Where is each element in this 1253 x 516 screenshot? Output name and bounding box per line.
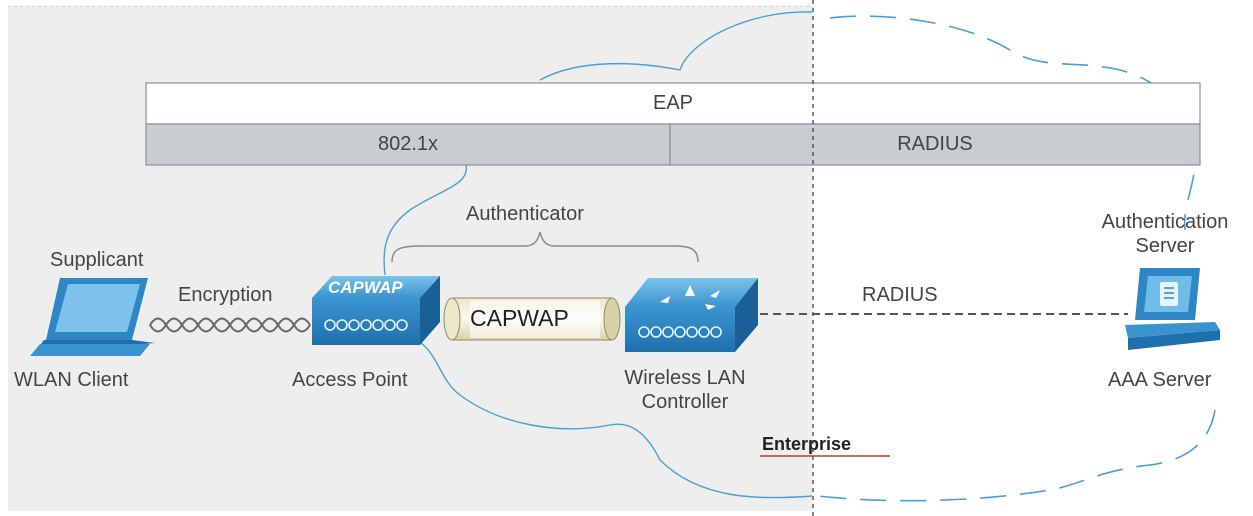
cloud-outline-left-upper bbox=[383, 164, 467, 276]
laptop-icon bbox=[30, 278, 155, 356]
cloud-outline-bottom-dashed bbox=[817, 409, 1216, 502]
cloud-outline-top bbox=[539, 11, 813, 81]
authentication-server-label-line2: Server bbox=[1135, 235, 1195, 257]
supplicant-label: Supplicant bbox=[50, 249, 144, 271]
aaa-server-label: AAA Server bbox=[1108, 369, 1212, 391]
capwap-badge: CAPWAP bbox=[328, 278, 403, 297]
eap-layer bbox=[145, 82, 1201, 125]
dot1x-layer bbox=[145, 123, 671, 166]
wlan-client-label: WLAN Client bbox=[14, 369, 129, 391]
access-point-icon bbox=[312, 276, 440, 345]
radius-link-label: RADIUS bbox=[862, 284, 938, 306]
cloud-outline-bottom bbox=[419, 341, 813, 499]
radius-layer-label: RADIUS bbox=[897, 133, 973, 155]
encryption-label: Encryption bbox=[178, 284, 273, 306]
encryption-link bbox=[149, 317, 311, 333]
eap-label: EAP bbox=[652, 92, 694, 114]
capwap-tunnel-label: CAPWAP bbox=[470, 305, 569, 331]
access-point-label: Access Point bbox=[292, 369, 408, 391]
authenticator-brace bbox=[391, 231, 699, 263]
authentication-server-label-line1: Authentication bbox=[1101, 211, 1229, 233]
wireless-lan-controller-label-line1: Wireless LAN bbox=[624, 367, 746, 389]
wireless-lan-controller-icon bbox=[625, 278, 758, 352]
capwap-tunnel bbox=[443, 297, 621, 341]
enterprise-label: Enterprise bbox=[762, 434, 852, 454]
cloud-outline-right-dashed bbox=[829, 15, 1197, 231]
authenticator-label: Authenticator bbox=[466, 203, 584, 225]
dot1x-label: 802.1x bbox=[377, 133, 439, 155]
aaa-server-icon bbox=[1125, 268, 1220, 350]
radius-layer bbox=[669, 123, 1201, 166]
wireless-lan-controller-label-line2: Controller bbox=[641, 391, 729, 413]
